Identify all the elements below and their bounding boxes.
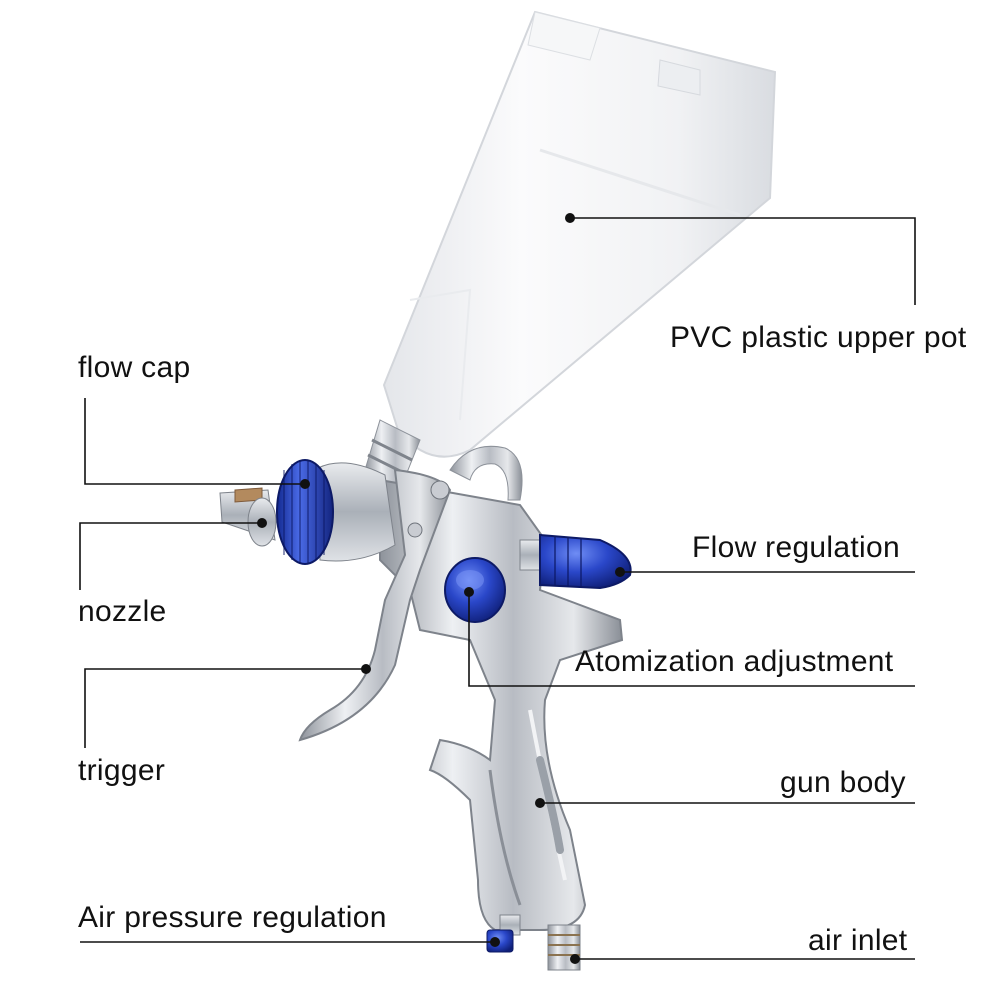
leader-trigger: [84, 668, 366, 748]
leader-lines: [79, 217, 916, 960]
label-trigger: trigger: [78, 754, 166, 787]
hanging-hook: [449, 445, 523, 501]
leader-pvc: [570, 217, 916, 305]
trigger: [298, 468, 452, 742]
dot-air-inlet: [570, 954, 580, 964]
dot-gun-body: [535, 798, 545, 808]
leader-flow-cap: [84, 398, 305, 485]
dot-trigger: [361, 664, 371, 674]
atomization-knob: [444, 557, 506, 623]
label-pvc-upper-pot: PVC plastic upper pot: [670, 321, 967, 354]
dot-flow-regulation: [615, 567, 625, 577]
label-flow-cap: flow cap: [78, 351, 191, 384]
label-atomization-adjustment: Atomization adjustment: [575, 645, 894, 678]
label-gun-body: gun body: [780, 766, 906, 799]
gun-body: [379, 478, 624, 931]
dot-flow-cap: [300, 479, 310, 489]
dot-atomization: [464, 587, 474, 597]
leader-nozzle: [79, 522, 262, 590]
flow-cap-ring: [276, 459, 334, 565]
label-nozzle: nozzle: [78, 595, 167, 628]
flow-regulation-knob: [519, 533, 632, 590]
paint-cup: [382, 10, 777, 458]
dot-air-pressure: [490, 937, 500, 947]
gun-head: [219, 462, 396, 562]
leader-atomization: [468, 592, 915, 687]
dot-pvc: [565, 213, 575, 223]
label-flow-regulation: Flow regulation: [692, 531, 900, 564]
label-air-inlet: air inlet: [808, 924, 908, 957]
label-air-pressure-regulation: Air pressure regulation: [78, 901, 387, 934]
dot-nozzle: [257, 518, 267, 528]
leader-dots: [257, 213, 625, 964]
